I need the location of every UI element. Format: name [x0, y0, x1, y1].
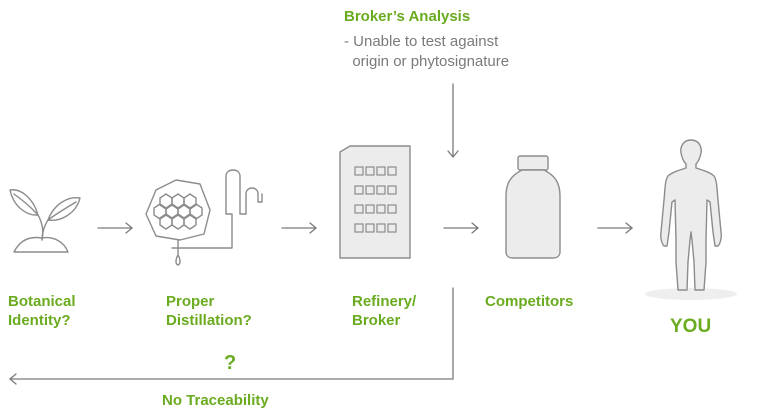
step-label-distillation-line1: Proper	[166, 293, 215, 310]
plant-sprout-icon	[9, 189, 81, 253]
step-label-refinery-line2: Broker	[352, 312, 401, 329]
human-figure-icon	[645, 139, 737, 300]
step-label-refinery: Refinery/ Broker	[352, 292, 416, 330]
analysis-arrow	[447, 83, 459, 159]
step-label-competitors: Competitors	[485, 293, 574, 310]
distillation-apparatus-icon	[145, 169, 263, 266]
step-label-distillation-line2: Distillation?	[166, 312, 252, 329]
flow-arrow-1	[97, 222, 134, 234]
step-label-you: YOU	[670, 316, 712, 337]
analysis-title: Broker’s Analysis	[344, 8, 471, 25]
analysis-note-line2: origin or phytosignature	[344, 53, 510, 70]
step-label-distillation: Proper Distillation?	[166, 292, 252, 330]
building-icon	[339, 145, 411, 259]
analysis-note-line1: - Unable to test against	[344, 33, 499, 50]
flow-arrow-4	[597, 222, 634, 234]
step-label-botanical-line2: Identity?	[8, 312, 71, 329]
traceability-label: No Traceability	[162, 392, 269, 409]
traceability-arrow	[8, 287, 454, 385]
step-label-botanical: Botanical Identity?	[8, 292, 76, 330]
flow-arrow-2	[281, 222, 318, 234]
bottle-icon	[505, 155, 561, 259]
traceability-question-mark: ?	[224, 352, 237, 374]
step-label-refinery-line1: Refinery/	[352, 293, 417, 310]
flow-arrow-3	[443, 222, 480, 234]
step-label-botanical-line1: Botanical	[8, 293, 76, 310]
